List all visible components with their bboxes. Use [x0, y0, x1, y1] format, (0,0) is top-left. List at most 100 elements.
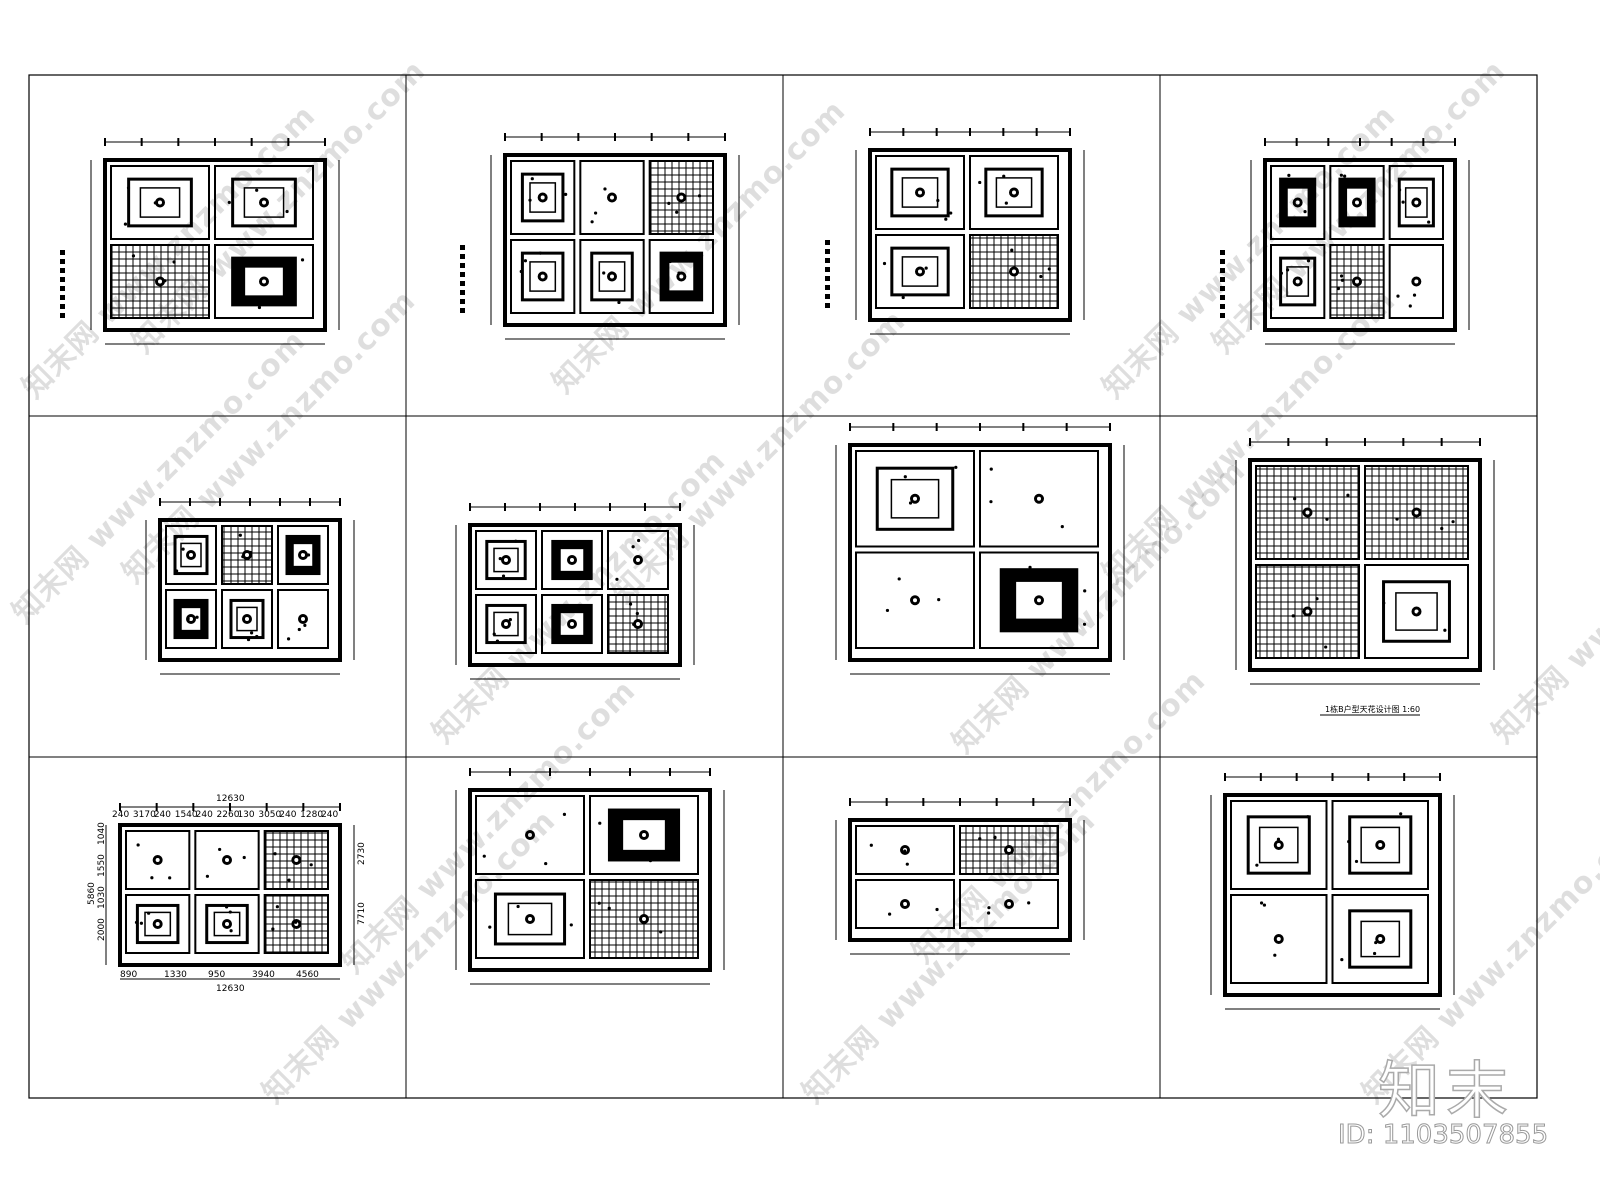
downlight-icon: [987, 911, 991, 915]
downlight-icon: [1346, 493, 1350, 497]
downlight-icon: [516, 904, 520, 909]
downlight-icon: [498, 557, 502, 561]
downlight-icon: [1408, 304, 1412, 308]
ceiling-recess: [890, 167, 950, 218]
downlight-icon: [126, 186, 131, 190]
downlight-icon: [1002, 174, 1006, 178]
chandelier-icon: [1276, 937, 1281, 941]
brand-logo: 知末: [1377, 1053, 1515, 1128]
downlight-icon: [562, 812, 567, 816]
downlight-icon: [615, 577, 619, 581]
downlight-icon: [1259, 901, 1264, 905]
downlight-icon: [495, 639, 500, 643]
dimension-label: 3050: [258, 810, 281, 820]
downlight-icon: [1027, 901, 1031, 905]
downlight-icon: [286, 637, 291, 641]
chandelier-icon: [610, 195, 614, 200]
legend-symbol: [460, 263, 465, 268]
exterior-wall: [158, 518, 342, 662]
downlight-icon: [617, 300, 621, 305]
downlight-icon: [1401, 200, 1405, 204]
dimension-label: 130: [237, 810, 254, 820]
dimension-label: 240: [196, 810, 213, 820]
downlight-icon: [175, 569, 179, 573]
chandelier-icon: [301, 553, 305, 557]
dimension-label: 240: [154, 810, 171, 820]
downlight-icon: [1395, 517, 1399, 521]
downlight-icon: [573, 604, 577, 609]
downlight-icon: [903, 475, 907, 479]
room: [263, 830, 329, 890]
legend-symbol: [60, 304, 65, 309]
downlight-icon: [1306, 259, 1311, 263]
dimension-label: 2000: [97, 918, 107, 941]
ceiling-recess: [485, 539, 527, 581]
downlight-icon: [697, 194, 702, 198]
downlight-icon: [538, 251, 542, 255]
downlight-icon: [987, 906, 991, 910]
legend-symbol: [460, 254, 465, 259]
downlight-icon: [241, 555, 245, 559]
chandelier-icon: [1012, 190, 1016, 195]
downlight-icon: [131, 254, 136, 258]
dimension-label: 240: [321, 810, 338, 820]
legend-symbol: [60, 286, 65, 291]
ceiling-recess: [1348, 815, 1413, 875]
chandelier-icon: [540, 274, 545, 279]
chandelier-icon: [570, 558, 574, 562]
legend-symbol: [460, 272, 465, 277]
chandelier-icon: [642, 917, 646, 921]
legend-symbol: [1220, 295, 1225, 300]
downlight-icon: [309, 863, 313, 867]
chandelier-icon: [1414, 279, 1419, 284]
downlight-icon: [597, 901, 601, 905]
downlight-icon: [501, 574, 506, 578]
downlight-icon: [1417, 611, 1421, 616]
legend-symbol: [1220, 313, 1225, 318]
downlight-icon: [632, 622, 636, 627]
downlight-icon: [523, 259, 528, 263]
exterior-wall: [848, 818, 1072, 942]
dimension-label: 2730: [357, 842, 367, 865]
downlight-icon: [1398, 188, 1402, 192]
downlight-icon: [1083, 589, 1087, 593]
downlight-icon: [901, 295, 905, 300]
ceiling-plan-10: [455, 768, 725, 985]
downlight-icon: [271, 927, 275, 931]
dimension-label: 4560: [296, 970, 319, 980]
legend-symbol: [60, 277, 65, 282]
downlight-icon: [564, 192, 568, 197]
exterior-wall: [103, 158, 327, 332]
downlight-icon: [147, 911, 151, 915]
downlight-icon: [675, 210, 679, 214]
downlight-icon: [603, 187, 607, 191]
chandelier-icon: [262, 200, 266, 205]
downlight-icon: [195, 615, 199, 619]
chandelier-icon: [1414, 609, 1419, 614]
ceiling-plan-4: [1220, 138, 1470, 345]
chandelier-icon: [1037, 496, 1041, 501]
downlight-icon: [637, 538, 641, 543]
exterior-wall: [1248, 458, 1482, 672]
downlight-icon: [1060, 525, 1064, 529]
downlight-icon: [163, 279, 167, 283]
downlight-icon: [249, 631, 254, 635]
chandelier-icon: [504, 622, 508, 626]
legend-symbol: [60, 295, 65, 300]
downlight-icon: [288, 570, 292, 574]
chandelier-icon: [262, 279, 266, 284]
downlight-icon: [1082, 622, 1087, 626]
downlight-icon: [508, 618, 512, 622]
downlight-icon: [168, 876, 172, 880]
ceiling-recess: [229, 598, 265, 640]
downlight-icon: [1374, 940, 1378, 945]
downlight-icon: [578, 544, 582, 548]
chandelier-icon: [294, 858, 299, 862]
chandelier-icon: [570, 622, 574, 626]
downlight-icon: [1273, 953, 1277, 957]
legend-symbol: [1220, 286, 1225, 291]
chandelier-icon: [189, 617, 193, 621]
ceiling-recess: [875, 466, 955, 531]
legend-symbol: [460, 308, 465, 313]
